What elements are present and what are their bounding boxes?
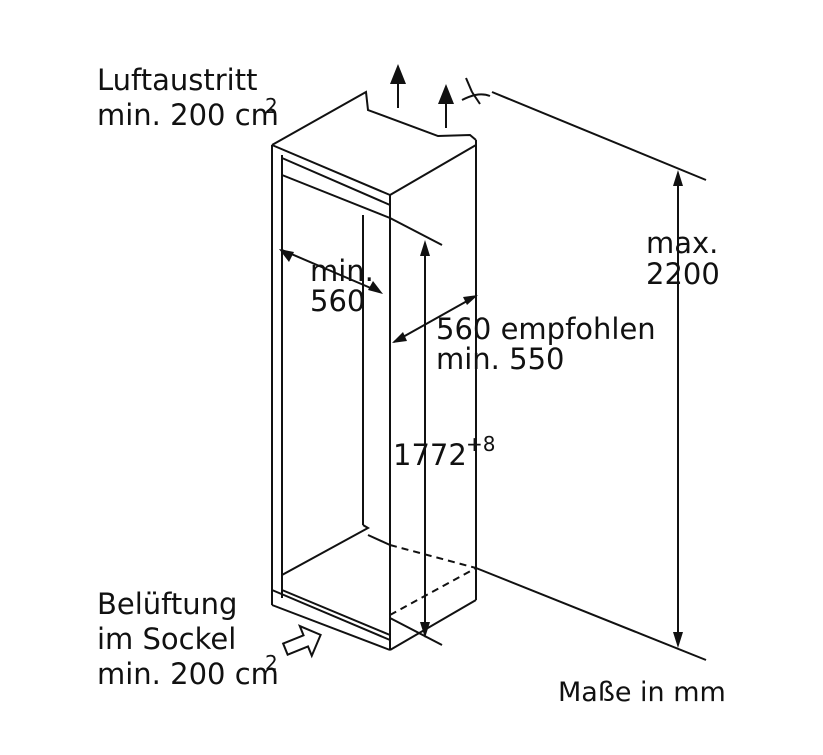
height-value: 1772 [393, 438, 467, 472]
units-note: Maße in mm [558, 677, 726, 708]
air-outlet-unit-exponent: 2 [265, 94, 278, 118]
depth-min-label: min. [310, 254, 374, 288]
width-recommended: 560 empfohlen [436, 312, 656, 346]
ventilation-inlet-arrow [281, 624, 322, 659]
ventilation-title: Belüftung [97, 587, 238, 621]
width-min: min. 550 [436, 342, 565, 376]
ventilation-location: im Sockel [97, 622, 237, 656]
air-outlet-arrows [390, 64, 454, 128]
air-outlet-title: Luftaustritt [97, 63, 258, 97]
max-label: max. [646, 226, 719, 260]
niche-width-dimension [392, 295, 478, 343]
depth-min-value: 560 [310, 284, 366, 318]
niche-depth-dimension [279, 249, 383, 294]
ceiling-symbol [461, 77, 491, 105]
ventilation-min: min. 200 cm [97, 657, 279, 691]
niche-outline [271, 90, 477, 651]
height-tolerance: +8 [466, 432, 496, 456]
max-value: 2200 [646, 257, 720, 291]
ventilation-unit-exponent: 2 [265, 651, 278, 675]
max-height-dimension [475, 91, 707, 661]
air-outlet-min: min. 200 cm [97, 98, 279, 132]
niche-height-dimension [389, 217, 443, 646]
